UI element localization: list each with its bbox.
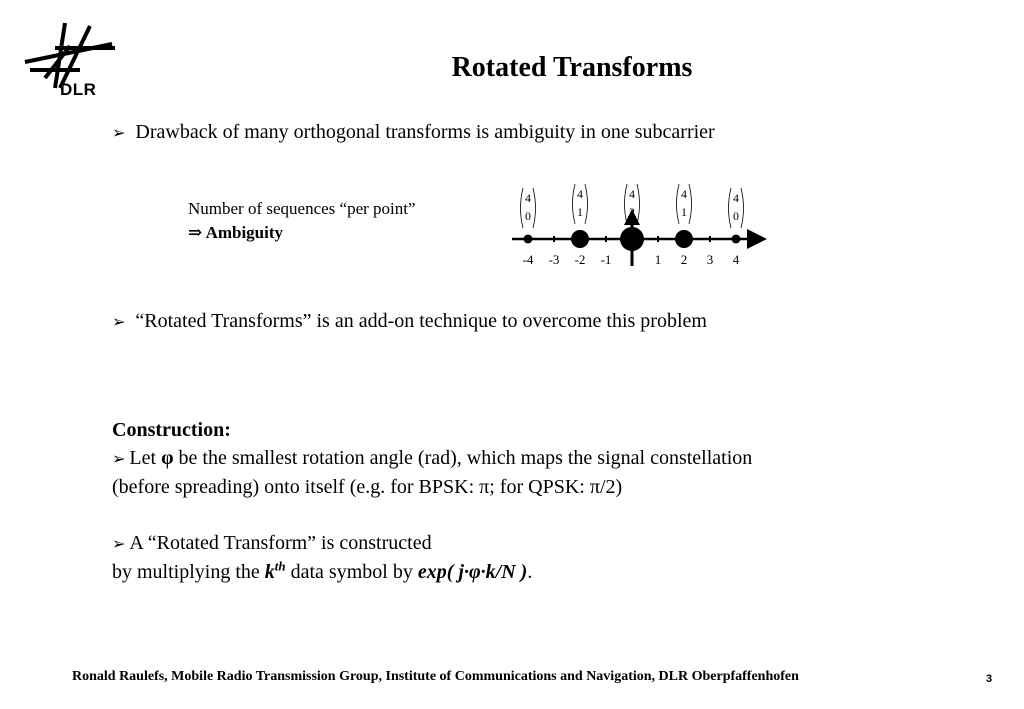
binomial-bottom: 1 [681,205,687,219]
text-multiplying: by multiplying the [112,561,265,583]
bullet-2-text: “Rotated Transforms” is an add-on techni… [135,310,707,332]
formula-part-b: ·k/N ) [480,561,528,583]
construction-heading: Construction: [112,419,231,441]
constellation-point [675,230,693,248]
phi-symbol: φ [161,447,174,469]
bullet-arrow-icon: ➢ [112,123,126,142]
bullet-2: ➢ “Rotated Transforms” is an add-on techn… [112,310,707,333]
pi-symbol: π [589,476,600,498]
tick-label: 4 [733,252,740,267]
binomial-top: 4 [629,187,635,201]
binomial-paren-left [572,183,576,225]
bullet-arrow-icon: ➢ [112,312,126,331]
bullet-1-text: Drawback of many orthogonal transforms i… [135,121,715,143]
constellation-point [571,230,589,248]
bullet-arrow-icon: ➢ [112,449,126,468]
bullet-1: ➢ Drawback of many orthogonal transforms … [112,121,715,144]
text-data-symbol: data symbol by [285,561,418,583]
bullet-arrow-icon: ➢ [112,534,126,553]
binomial-bottom: 1 [577,205,583,219]
text-qpsk: ; for QPSK: [489,476,590,498]
binomial-bottom: 2 [629,205,635,219]
binomial-paren-right [584,183,588,225]
logo-text: DLR [60,80,97,99]
constellation-point [731,234,741,244]
construction-line-2: (before spreading) onto itself (e.g. for… [112,476,622,499]
formula-part-a: exp( j· [417,561,469,583]
page-number: 3 [986,673,993,685]
binomial-paren-left [624,183,628,225]
binomial-paren-left [676,183,680,225]
footer-text: Ronald Raulefs, Mobile Radio Transmissio… [72,669,799,684]
tick-label: -4 [523,252,534,267]
text-half: /2) [599,476,623,498]
text-rotation: be the smallest rotation angle (rad), wh… [173,447,753,469]
construction-line-3: ➢A “Rotated Transform” is constructed [112,532,432,555]
sequences-label: Number of sequences “per point” [188,199,416,218]
construction-line-1: ➢Let φ be the smallest rotation angle (r… [112,447,752,470]
tick-label: -2 [575,252,586,267]
constellation-point [620,227,644,251]
binomial-top: 4 [577,187,583,201]
text-let: Let [129,447,162,469]
pi-symbol: π [479,476,490,498]
number-line-diagram: -4 -3 -2 -1 1 2 3 4 4 0 4 1 4 2 4 1 4 0 [512,183,767,267]
k-symbol: k [264,561,275,583]
binomial-top: 4 [525,191,531,205]
tick-label: 3 [707,252,714,267]
binomial-paren-right [532,187,536,229]
construction-line-4: by multiplying the kth data symbol by ex… [112,558,533,584]
text-before-spreading: (before spreading) onto itself (e.g. for… [112,476,480,498]
ambiguity-label: ⇒ Ambiguity [188,223,283,243]
tick-label: -1 [601,252,612,267]
th-superscript: th [274,558,286,574]
binomial-paren-left [520,187,524,229]
binomial-paren-right [688,183,692,225]
binomial-paren-right [740,187,744,229]
binomial-top: 4 [733,191,739,205]
binomial-paren-left [728,187,732,229]
binomial-bottom: 0 [733,209,739,223]
text-rotated-transform: A “Rotated Transform” is constructed [129,532,432,554]
constellation-point [523,234,533,244]
tick-label: -3 [549,252,560,267]
binomial-bottom: 0 [525,209,531,223]
binomial-paren-right [636,183,640,225]
text-period: . [527,561,533,583]
ambiguity-text: Ambiguity [205,223,284,242]
dlr-logo-icon [24,22,115,89]
binomial-top: 4 [681,187,687,201]
tick-label: 1 [655,252,662,267]
tick-label: 2 [681,252,688,267]
formula-phi: φ [468,561,481,583]
slide-title: Rotated Transforms [451,52,693,83]
implies-arrow-icon: ⇒ [188,223,203,242]
